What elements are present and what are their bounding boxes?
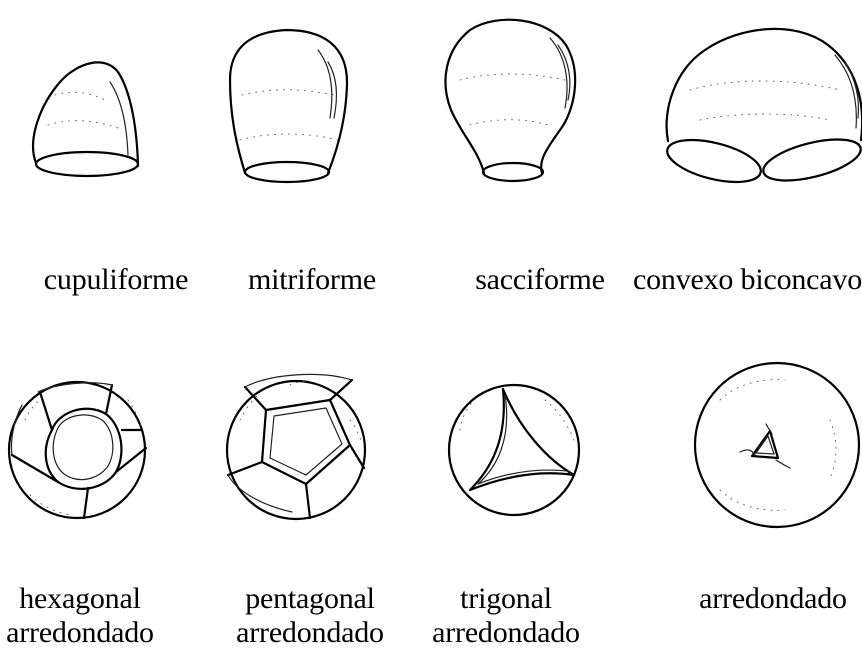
label-mitriforme: mitriforme [227, 263, 397, 297]
label-line: cupuliforme [26, 263, 206, 297]
mitriforme-drawing [230, 30, 347, 182]
pentagonal-arredondado-drawing [227, 374, 365, 519]
label-line: sacciforme [450, 263, 630, 297]
label-line: convexo biconcavo [633, 263, 858, 297]
label-line: arredondado [422, 616, 590, 650]
label-hexagonal-arredondado: hexagonal arredondado [0, 582, 160, 650]
label-pentagonal-arredondado: pentagonal arredondado [226, 582, 394, 650]
label-line: arredondado [226, 616, 394, 650]
label-line: trigonal [422, 582, 590, 616]
sacciforme-drawing [445, 20, 575, 181]
label-convexo-biconcavo: convexo biconcavo [633, 263, 858, 297]
label-line: arredondado [0, 616, 160, 650]
label-trigonal-arredondado: trigonal arredondado [422, 582, 590, 650]
trigonal-arredondado-drawing [449, 385, 579, 515]
label-line: pentagonal [226, 582, 394, 616]
label-sacciforme: sacciforme [450, 263, 630, 297]
label-line: hexagonal [0, 582, 160, 616]
label-cupuliforme: cupuliforme [26, 263, 206, 297]
convexo-biconcavo-drawing [663, 29, 862, 190]
cupuliforme-drawing [33, 62, 138, 176]
label-line: mitriforme [227, 263, 397, 297]
label-arredondado: arredondado [688, 582, 858, 616]
arredondado-drawing [695, 363, 859, 527]
hexagonal-arredondado-drawing [9, 382, 146, 518]
label-line: arredondado [688, 582, 858, 616]
